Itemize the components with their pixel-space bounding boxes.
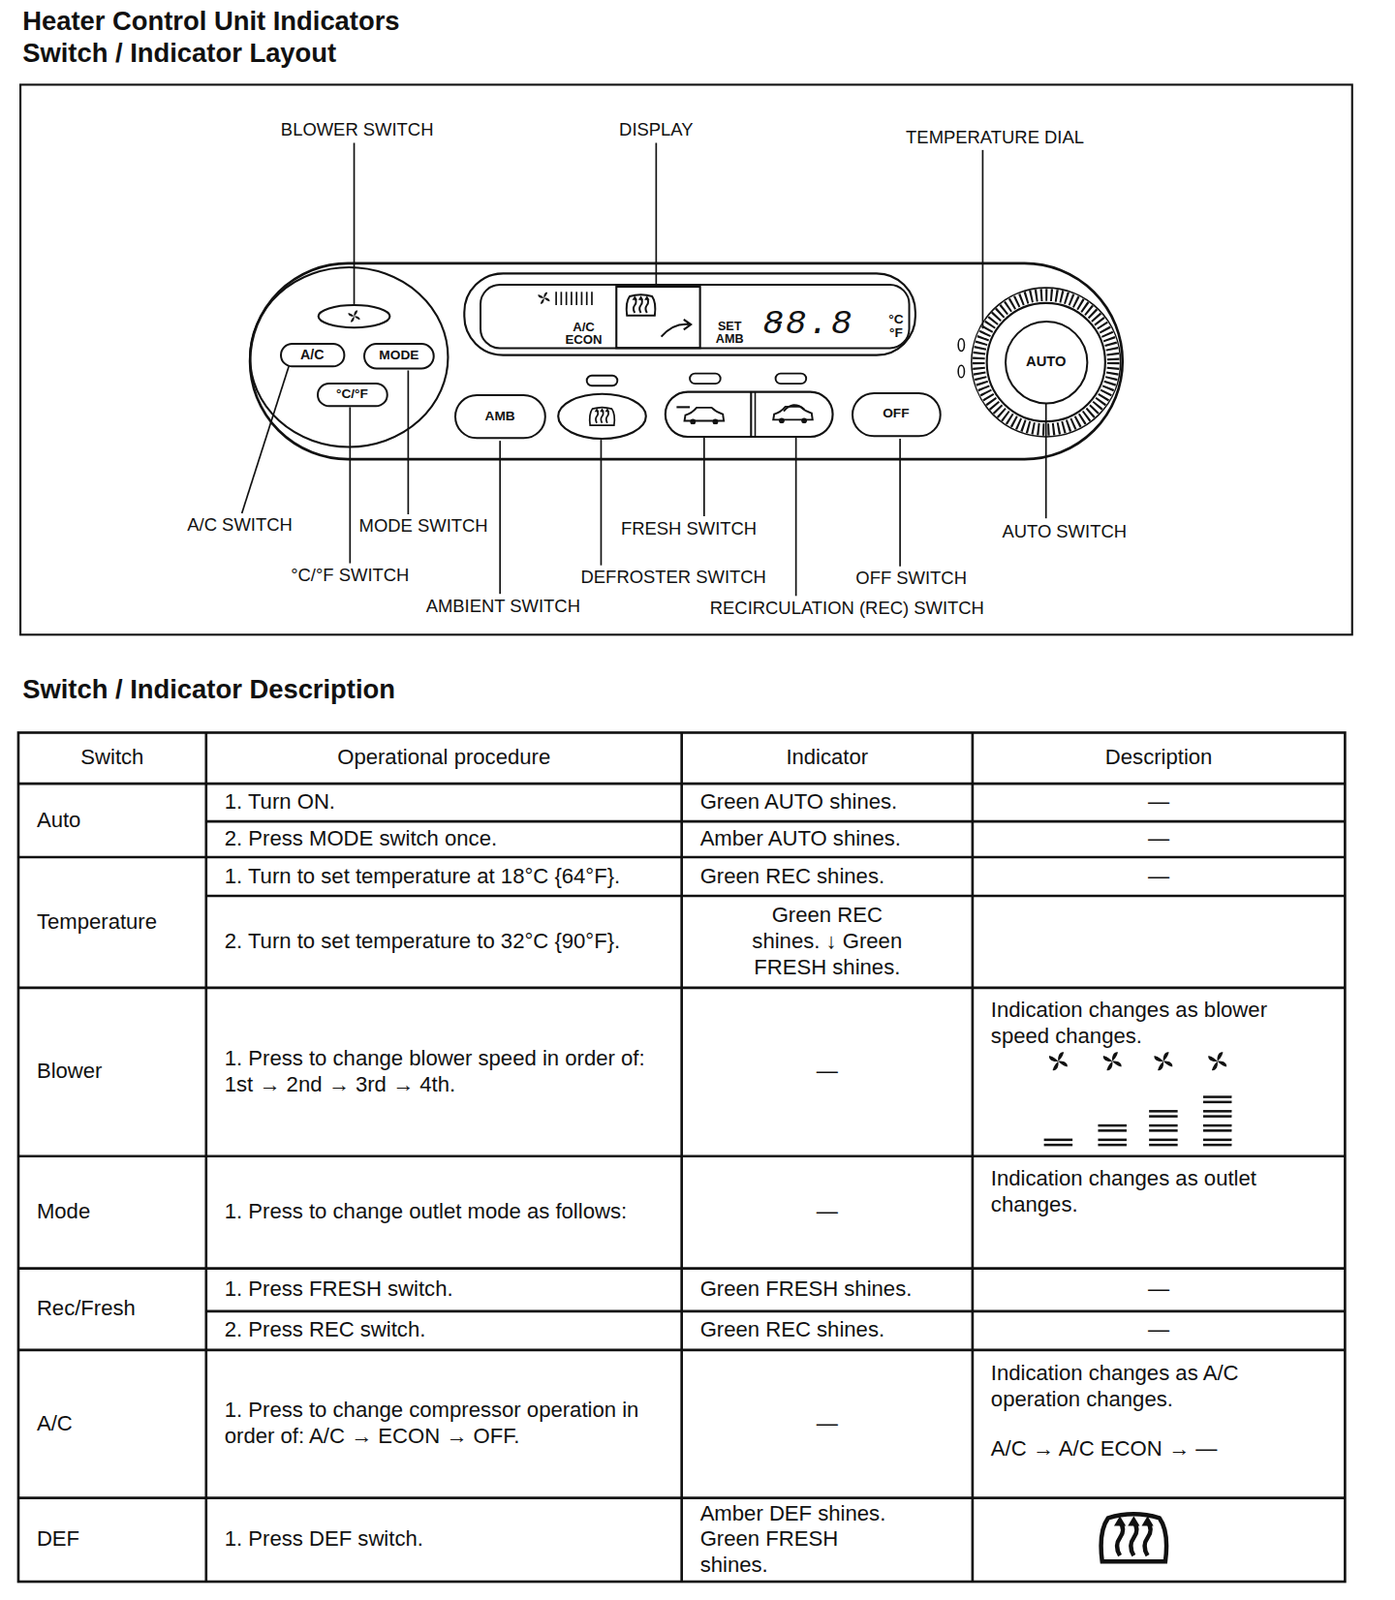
display-text: 88.8 [751, 306, 865, 343]
table-cell: Rec/Fresh [18, 1296, 207, 1323]
table-header: Description [972, 744, 1345, 772]
section-heading: Switch / Indicator Layout [22, 37, 839, 70]
button-label: AUTO [1025, 353, 1066, 372]
section-heading: Switch / Indicator Description [22, 674, 839, 707]
callout-label: DEFROSTER SWITCH [479, 566, 868, 589]
table-cell: Indication changes as outlet changes. [972, 1166, 1345, 1218]
table-cell: Green AUTO shines. [682, 789, 973, 816]
table-header: Operational procedure [206, 744, 682, 772]
table-cell: — [972, 1276, 1345, 1303]
table-cell: Indication changes as A/C operation chan… [972, 1361, 1345, 1413]
display-text: °C °F [884, 312, 907, 341]
table-cell: Indication changes as blower speed chang… [972, 997, 1345, 1050]
callout-label: °C/°F SWITCH [155, 564, 544, 587]
callout-label: OFF SWITCH [717, 567, 1106, 589]
page-title: Heater Control Unit Indicators [22, 5, 941, 38]
table-cell: Temperature [18, 909, 207, 936]
table-cell: 2. Press REC switch. [206, 1317, 682, 1344]
table-cell: — [682, 1411, 973, 1438]
button-label: OFF [882, 405, 909, 422]
table-cell: DEF [18, 1526, 207, 1553]
callout-label: DISPLAY [462, 119, 850, 141]
table-cell: 1. Turn to set temperature at 18°C {64°F… [206, 864, 682, 891]
mode-button: MODE [363, 342, 435, 370]
table-cell: — [682, 1199, 973, 1226]
table-header: Indicator [682, 744, 973, 772]
table-header: Switch [18, 744, 207, 772]
table-cell: — [972, 826, 1345, 853]
button-label: °C/°F [336, 386, 369, 403]
table-cell: 1. Press to change outlet mode as follow… [206, 1199, 682, 1226]
callout-label: BLOWER SWITCH [163, 119, 552, 141]
table-cell: — [972, 1317, 1345, 1344]
table-cell: — [972, 864, 1345, 891]
table-cell: — [682, 1058, 973, 1085]
table-cell: Auto [18, 807, 207, 835]
display-window: A/C ECON SET AMB88.8 °C °F [479, 283, 911, 349]
table-cell: 1. Press FRESH switch. [206, 1276, 682, 1303]
button-label: A/C [300, 346, 325, 364]
callout-label: TEMPERATURE DIAL [801, 126, 1189, 149]
amb-button: AMB [454, 394, 547, 439]
table-cell: Green REC shines. [682, 1317, 973, 1344]
button-label: AMB [485, 408, 516, 425]
callout-label: FRESH SWITCH [495, 518, 883, 540]
auto-button: AUTO [1004, 320, 1088, 404]
callout-label: AUTO SWITCH [870, 521, 1259, 543]
table-cell: A/C → A/C ECON → — [972, 1436, 1345, 1463]
table-cell: Green FRESH shines. [682, 1276, 973, 1303]
ac-button: A/C [279, 342, 345, 368]
display-text: A/C ECON [558, 320, 610, 348]
button-label: MODE [378, 347, 419, 364]
callout-label: MODE SWITCH [229, 515, 618, 537]
callout-label: RECIRCULATION (REC) SWITCH [652, 597, 1041, 620]
temp-unit-button: °C/°F [316, 382, 389, 407]
table-cell: 1. Press to change blower speed in order… [206, 1046, 682, 1098]
table-cell: 2. Press MODE switch once. [206, 826, 682, 853]
table-cell: Amber DEF shines. Green FRESH shines. [682, 1501, 907, 1580]
table-cell: 1. Press DEF switch. [206, 1526, 682, 1553]
table-cell: 1. Press to change compressor operation … [206, 1397, 682, 1450]
callout-label: AMBIENT SWITCH [309, 595, 697, 618]
table-cell: Blower [18, 1058, 207, 1085]
table-cell: 1. Turn ON. [206, 789, 682, 816]
table-cell: 2. Turn to set temperature to 32°C {90°F… [206, 929, 682, 956]
table-cell: A/C [18, 1411, 207, 1438]
table-cell: Mode [18, 1199, 207, 1226]
display-text: SET AMB [708, 320, 751, 347]
table-cell: Green REC shines. ↓ Green FRESH shines. [717, 902, 937, 981]
off-button: OFF [851, 392, 942, 437]
table-cell: — [972, 789, 1345, 816]
table-cell: Green REC shines. [682, 864, 973, 891]
table-cell: Amber AUTO shines. [682, 826, 973, 853]
